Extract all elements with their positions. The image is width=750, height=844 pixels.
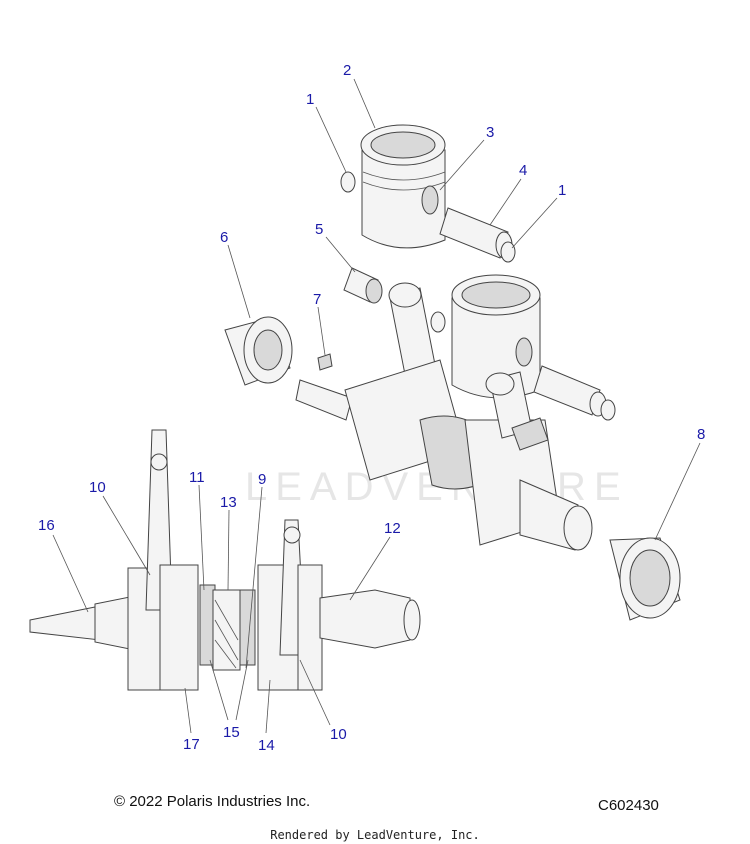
callout-9: 9 — [258, 471, 266, 488]
woodruff-key — [317, 353, 333, 371]
callout-1-upper-left: 1 — [306, 91, 314, 108]
callout-6: 6 — [220, 229, 228, 246]
diagram-code: C602430 — [598, 797, 659, 814]
callout-17: 17 — [183, 736, 200, 753]
copyright-notice: © 2022 Polaris Industries Inc. — [114, 793, 311, 810]
circlip-left-upper — [340, 171, 356, 193]
piston-upper — [360, 124, 446, 249]
leader-lines — [52, 78, 701, 734]
callout-5: 5 — [315, 221, 323, 238]
callout-labels: 1 2 3 4 1 5 6 7 8 9 10 11 12 13 16 17 15… — [38, 62, 705, 754]
callout-8: 8 — [697, 426, 705, 443]
callout-14: 14 — [258, 737, 275, 754]
crankshaft-assembled — [295, 282, 593, 551]
callout-10-right: 10 — [330, 726, 347, 743]
callout-10-left: 10 — [89, 479, 106, 496]
callout-15: 15 — [223, 724, 240, 741]
callout-16: 16 — [38, 517, 55, 534]
rendered-by-footer: Rendered by LeadVenture, Inc. — [270, 828, 480, 842]
callout-12: 12 — [384, 520, 401, 537]
callout-2: 2 — [343, 62, 351, 79]
callout-11: 11 — [189, 469, 205, 486]
callout-1-upper-right: 1 — [558, 182, 566, 199]
circlip-right-upper — [500, 241, 516, 263]
crankshaft-exploded — [29, 429, 421, 691]
callout-3: 3 — [486, 124, 494, 141]
callout-4: 4 — [519, 162, 527, 179]
needle-bearing-small — [343, 267, 383, 304]
main-bearing-left — [224, 316, 293, 386]
callout-13: 13 — [220, 494, 237, 511]
main-bearing-right — [609, 537, 681, 621]
callout-7: 7 — [313, 291, 321, 308]
